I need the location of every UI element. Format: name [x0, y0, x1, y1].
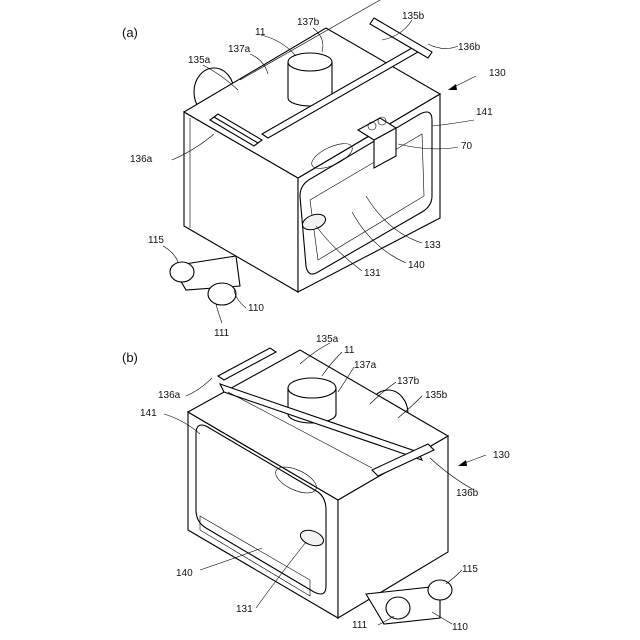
- ref-b-137a: 137a: [354, 360, 377, 371]
- ref-b-110: 110: [452, 622, 468, 633]
- ref-b-135a: 135a: [316, 334, 339, 345]
- ref-a-135a: 135a: [188, 55, 211, 66]
- ref-b-111: 111: [352, 620, 368, 631]
- panel-a: (a): [122, 0, 506, 339]
- ref-b-115: 115: [462, 564, 478, 575]
- ref-a-111: 111: [214, 328, 230, 339]
- ref-b-136a: 136a: [158, 390, 181, 401]
- panel-b-apparatus-drawing: [188, 348, 452, 624]
- ref-b-131: 131: [236, 604, 253, 615]
- ref-a-136b: 136b: [458, 42, 481, 53]
- ref-a-141: 141: [476, 107, 493, 118]
- ref-a-137b: 137b: [297, 17, 320, 28]
- ref-a-11: 11: [255, 27, 266, 38]
- ref-a-140: 140: [408, 260, 425, 271]
- ref-b-130: 130: [493, 450, 510, 461]
- panel-a-label: (a): [122, 25, 138, 40]
- ref-b-135b: 135b: [425, 390, 448, 401]
- ref-b-141: 141: [140, 408, 157, 419]
- ref-b-140: 140: [176, 568, 193, 579]
- ref-b-137b: 137b: [397, 376, 420, 387]
- panel-a-apparatus-drawing: [170, 0, 440, 305]
- ref-a-135b: 135b: [402, 11, 425, 22]
- ref-a-133: 133: [424, 240, 441, 251]
- ref-a-70: 70: [461, 141, 473, 152]
- ref-a-130: 130: [489, 68, 506, 79]
- ref-a-131: 131: [364, 268, 381, 279]
- ref-a-137a: 137a: [228, 44, 251, 55]
- ref-a-115: 115: [148, 235, 164, 246]
- panel-b-label: (b): [122, 350, 138, 365]
- ref-a-136a: 136a: [130, 154, 153, 165]
- ref-b-11: 11: [344, 345, 355, 356]
- ref-b-136b: 136b: [456, 488, 479, 499]
- panel-b: (b): [122, 334, 510, 633]
- ref-a-110: 110: [248, 303, 264, 314]
